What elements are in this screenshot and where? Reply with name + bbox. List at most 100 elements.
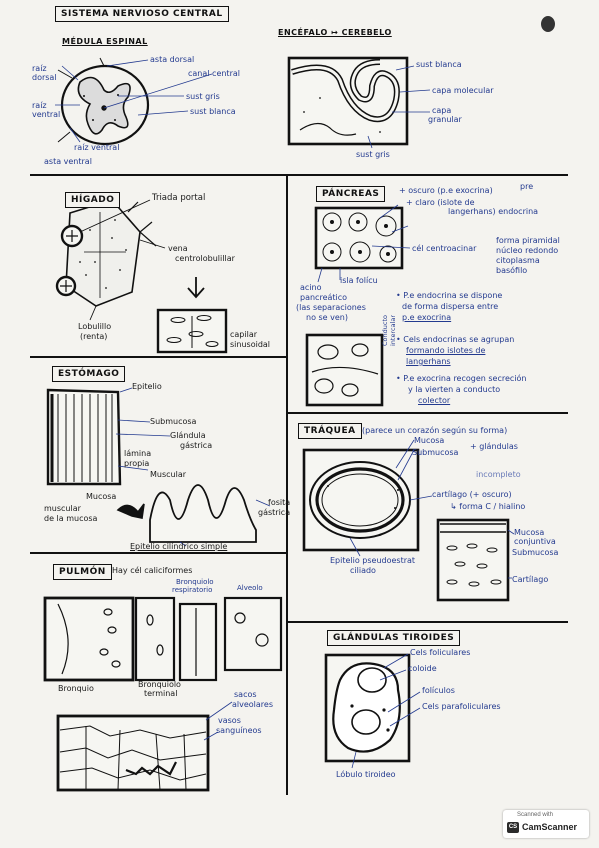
cerebellum-drawing <box>287 56 409 146</box>
label-glandula-2: gástrica <box>180 441 213 450</box>
label-forma-4: basófilo <box>496 266 528 275</box>
label-lobulillo-2: (renta) <box>80 332 108 341</box>
label-triada-portal: Triada portal <box>152 193 206 203</box>
label-traquea-cartilago: cartílago (+ oscuro) <box>432 490 512 499</box>
label-note1-3: p.e exocrina <box>402 313 452 322</box>
label-traquea-epitelio-2: ciliado <box>350 566 376 575</box>
encefalo-title: ENCÉFALO ↦ CEREBELO <box>278 28 392 37</box>
panel-dividers <box>30 174 568 795</box>
cerebellum-leaders <box>367 65 431 149</box>
label-traquea-forma-c: ↳ forma C / hialino <box>450 502 526 511</box>
label-bronquio: Bronquio <box>58 684 94 693</box>
label-lamina-1: lámina <box>124 449 152 458</box>
camscanner-name: CamScanner <box>522 822 578 832</box>
pancreas-leaders <box>317 204 411 283</box>
label-raiz-ventral-1: raíz <box>32 101 47 110</box>
label-estomago-submucosa: Submucosa <box>150 417 197 426</box>
label-traquea-epitelio-1: Epitelio pseudoestrat <box>330 556 416 565</box>
label-cer-sust-gris: sust gris <box>356 150 390 159</box>
label-lobulo-tiroideo: Lóbulo tiroideo <box>336 770 396 779</box>
label-note1-1: • P.e endocrina se dispone <box>396 291 503 300</box>
label-isla: isla folícu <box>340 276 378 285</box>
label-canal-central: canal central <box>188 69 240 78</box>
label-bronquiolo-resp-2: respiratorio <box>172 586 213 594</box>
label-sacos-1: sacos <box>234 690 257 699</box>
label-mucosa-conj-1: Mucosa <box>514 528 545 537</box>
label-epitelio-cilindrico: Epitelio cilíndrico simple <box>130 542 228 551</box>
scanned-with-text: Scanned with <box>517 812 554 818</box>
label-forma-1: forma piramidal <box>496 236 560 245</box>
label-mucosa-conj-2: conjuntiva <box>514 537 556 546</box>
label-note2-1: • Cels endocrinas se agrupan <box>396 335 515 344</box>
pulmon-title: PULMÓN <box>53 564 112 580</box>
label-acino-1: acino <box>300 283 322 292</box>
label-note3-2: y la vierten a conducto <box>408 385 501 394</box>
label-cels-parafoliculares: Cels parafoliculares <box>422 702 501 711</box>
label-acino-3: (las separaciones <box>296 303 366 312</box>
label-bronquiolo-term-1: Bronquiolo <box>138 680 181 689</box>
label-cer-capa-granular-2: granular <box>428 115 462 124</box>
label-vasos-1: vasos <box>218 716 241 725</box>
label-pulmon-hay: Hay cél caliciformes <box>112 566 193 575</box>
higado-title: HÍGADO <box>65 192 121 208</box>
thyroid-leaders <box>351 653 421 769</box>
label-bronquiolo-term-2: terminal <box>144 689 178 698</box>
spinal-label-leaders <box>55 59 213 143</box>
scan-artifact <box>541 16 555 32</box>
camscanner-badge: Scanned with CS CamScanner <box>503 810 589 838</box>
page-title: SISTEMA NERVIOSO CENTRAL <box>55 6 229 22</box>
label-forma-3: citoplasma <box>496 256 540 265</box>
label-note2-2: formando islotes de <box>406 346 486 355</box>
label-vena-1: vena <box>168 244 188 253</box>
label-alveolo: Alveolo <box>237 584 263 592</box>
label-traquea-glandulas: + glándulas <box>470 442 518 451</box>
label-cartilago-2: Cartílago <box>512 575 549 584</box>
label-note1-2: de forma dispersa entre <box>402 302 499 311</box>
label-acino-2: pancreático <box>300 293 348 302</box>
label-estomago-muscular: Muscular <box>150 470 187 479</box>
label-acino-4: no se ven) <box>306 313 348 322</box>
spinal-cord-drawing <box>57 57 150 146</box>
label-traquea-submucosa: Submucosa <box>412 448 459 457</box>
label-cel-centroacinar: cél centroacinar <box>412 244 477 253</box>
label-forma-2: núcleo redondo <box>496 246 559 255</box>
stomach-drawing <box>46 388 257 543</box>
label-sacos-2: alveolares <box>232 700 274 709</box>
estomago-title: ESTÓMAGO <box>52 366 126 382</box>
liver-drawing <box>55 199 228 354</box>
liver-leaders <box>79 199 166 321</box>
label-cer-capa-granular-1: capa <box>432 106 452 115</box>
label-raiz-ventral-bottom: raíz ventral <box>74 143 120 152</box>
label-fosita-2: gástrica <box>258 508 291 517</box>
label-traquea-mucosa: Mucosa <box>414 436 445 445</box>
medula-title: MÉDULA ESPINAL <box>62 37 148 46</box>
stomach-leaders <box>115 387 271 547</box>
trachea-drawing <box>302 448 510 602</box>
label-vena-2: centrolobulillar <box>175 254 235 263</box>
label-asta-ventral: asta ventral <box>44 157 92 166</box>
label-pancreas-claro-2: langerhans) endocrina <box>448 207 539 216</box>
lung-leaders <box>203 701 233 741</box>
label-pancreas-oscuro: + oscuro (p.e exocrina) <box>399 186 493 195</box>
pancreas-title: PÁNCREAS <box>316 186 386 202</box>
label-traquea-incompleto: incompleto <box>476 470 521 479</box>
label-pancreas-claro-1: + claro (islote de <box>406 198 475 207</box>
label-lobulillo-1: Lobulillo <box>78 322 112 331</box>
label-traquea-subtitle: (parece un corazón según su forma) <box>362 426 508 435</box>
label-estomago-mucosa: Mucosa <box>86 492 117 501</box>
label-sust-gris: sust gris <box>186 92 220 101</box>
label-capilar-1: capilar <box>230 330 258 339</box>
label-lamina-2: propia <box>124 459 150 468</box>
label-side-2: intercalar <box>389 314 397 346</box>
label-cels-foliculares: Cels foliculares <box>410 648 471 657</box>
label-cer-capa-molecular: capa molecular <box>432 86 494 95</box>
label-raiz-dorsal: raíz dorsal <box>32 64 57 82</box>
label-cer-sust-blanca: sust blanca <box>416 60 462 69</box>
label-sust-blanca: sust blanca <box>190 107 236 116</box>
label-capilar-2: sinusoidal <box>230 340 271 349</box>
label-vasos-2: sanguíneos <box>216 726 262 735</box>
label-note3-1: • P.e exocrina recogen secreción <box>396 374 527 383</box>
trachea-leaders <box>349 439 515 579</box>
